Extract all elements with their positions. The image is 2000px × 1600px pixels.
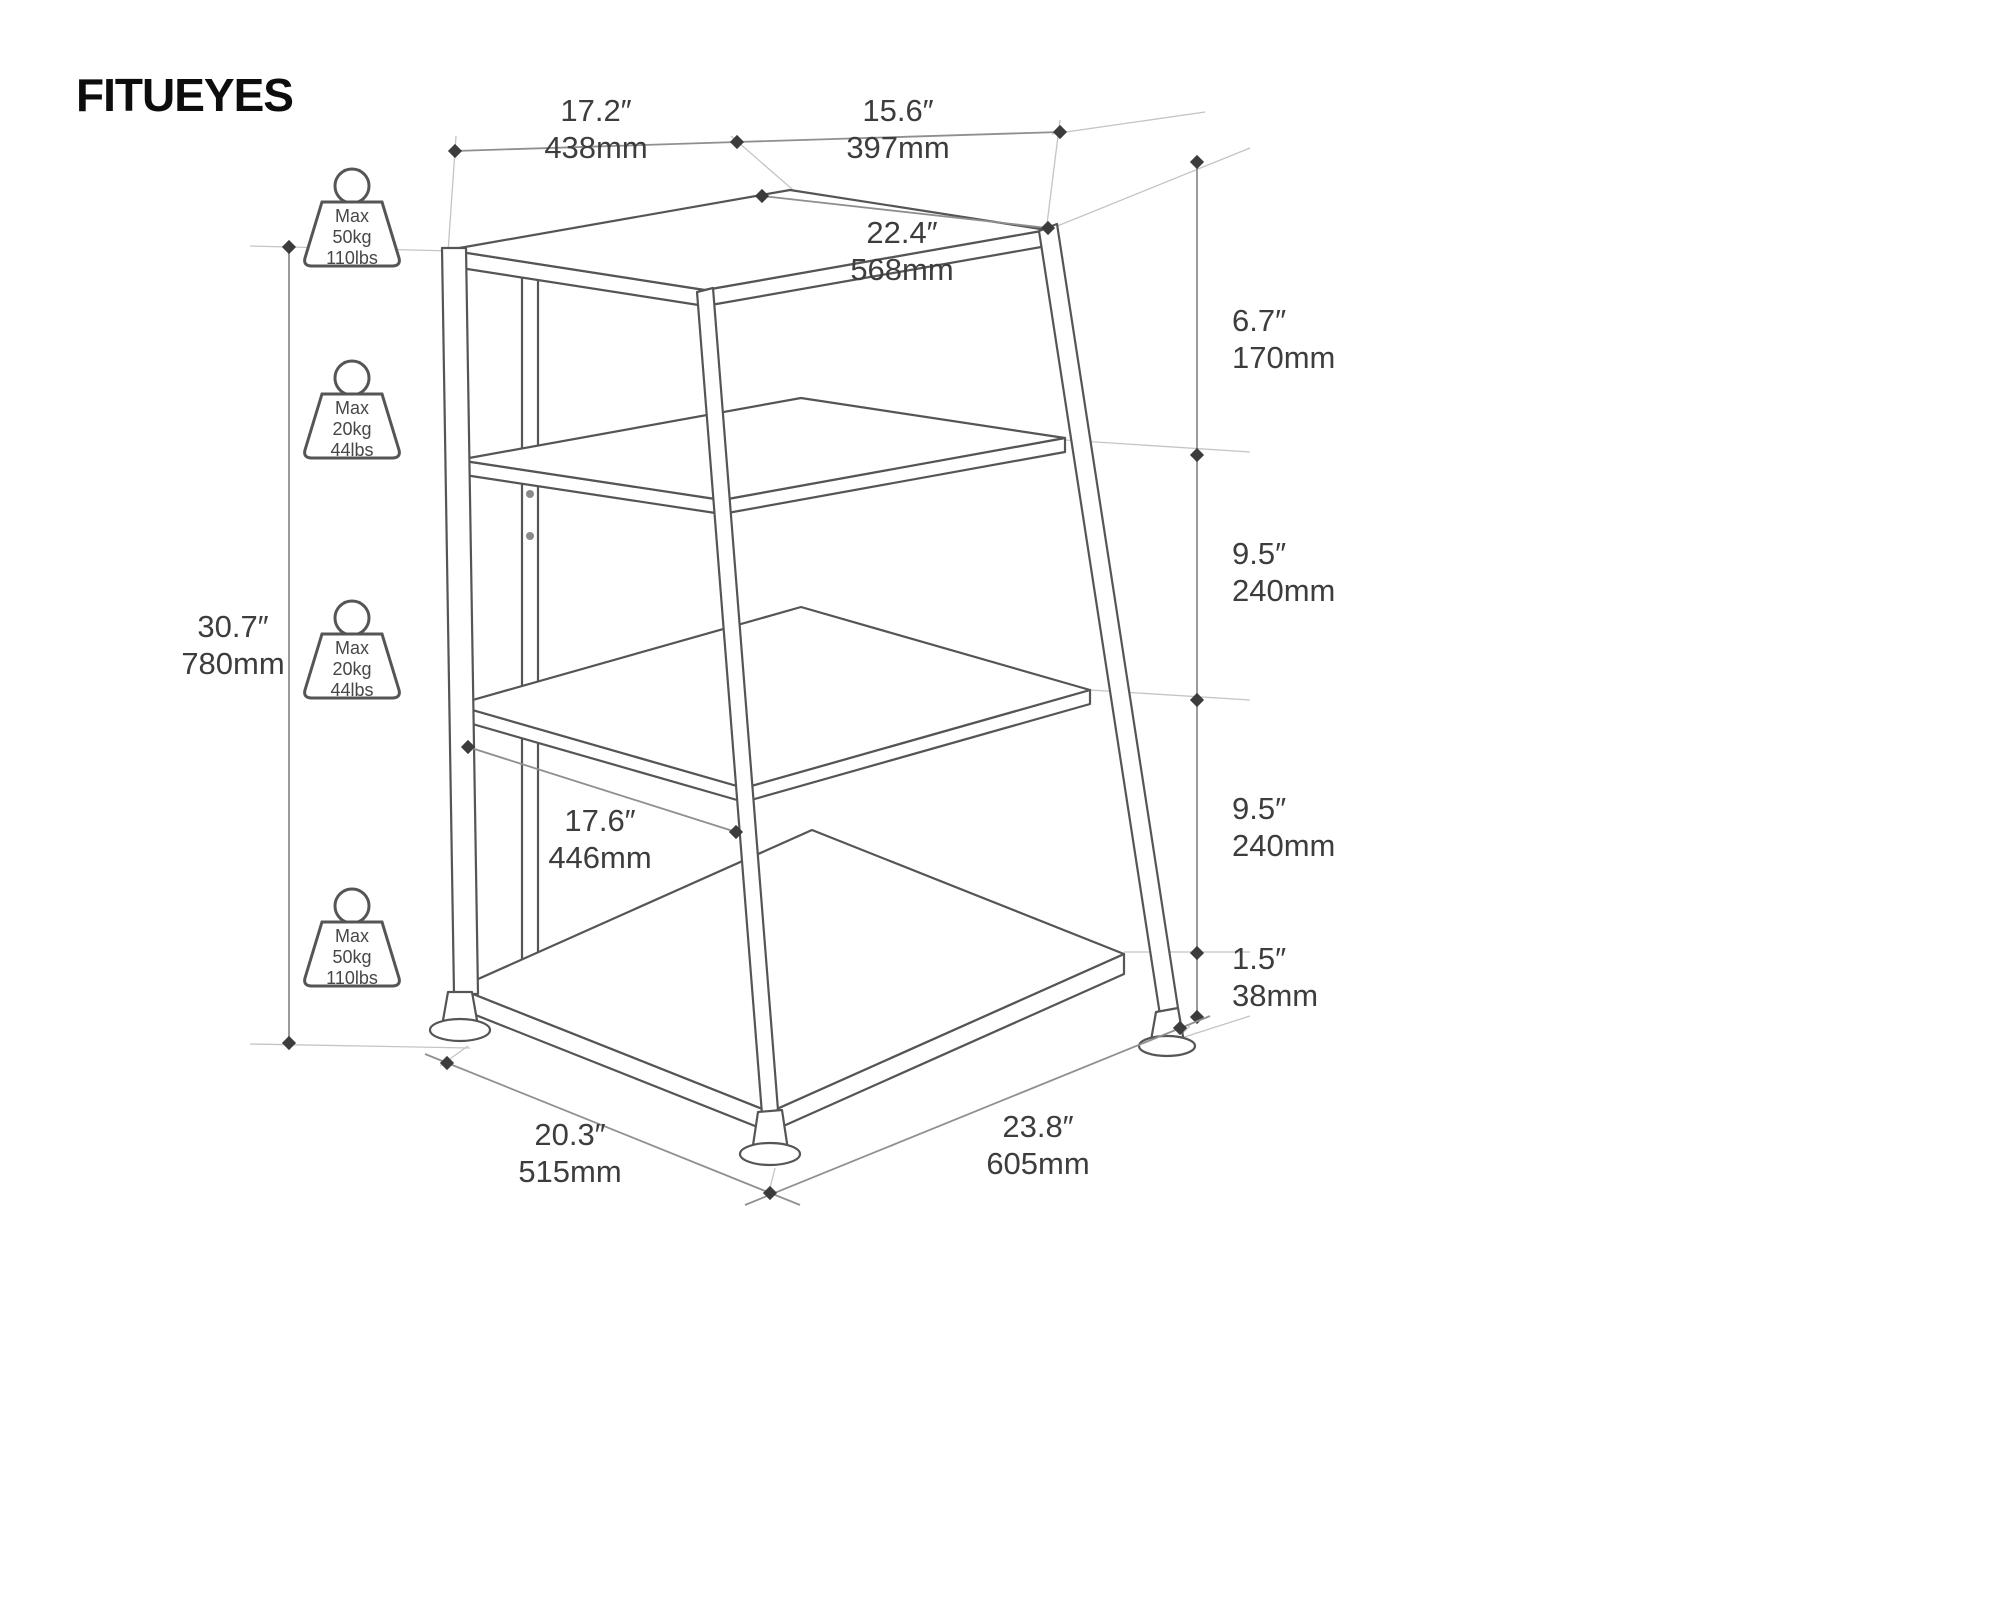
dim-right-3-mm: 240mm [1232,828,1336,863]
dim-left-height-mm: 780mm [181,646,285,681]
weight-label-3-kg: 20kg [332,659,372,679]
weight-label-2-max: Max [334,398,369,418]
weight-icon-4 [303,887,401,988]
brand-logo-eyes: EYES [174,69,294,121]
dim-top-right-mm: 397mm [846,130,950,165]
dim-right-3-in: 9.5″ [1232,791,1287,826]
dim-top-shelf-mm: 568mm [850,252,954,287]
brand-logo-fitu: FITU [76,69,175,121]
dim-right-2-mm: 240mm [1232,573,1336,608]
weight-label-4-lbs: 110lbs [326,968,378,988]
weight-label-2-kg: 20kg [332,419,372,439]
dim-right-2-in: 9.5″ [1232,536,1287,571]
weight-label-1-lbs: 110lbs [326,248,378,268]
dim-right-1-mm: 170mm [1232,340,1336,375]
weight-label-2: Max 20kg 44lbs [292,398,412,461]
bolt-icon [526,490,534,498]
back-left-post [520,266,540,966]
overlay-dimension-markers [439,188,1188,1201]
weight-icons [303,167,401,988]
shelf-4 [456,828,1126,1134]
weight-icon-2 [303,359,401,460]
dim-shelf-depth-mm: 446mm [548,840,652,875]
dim-right-4-mm: 38mm [1232,978,1319,1013]
dim-top-left-label: 17.2″ 438mm [544,92,647,166]
weight-label-1-max: Max [334,206,369,226]
dim-left-height-in: 30.7″ [197,609,269,644]
dim-right-4-in: 1.5″ [1232,941,1287,976]
right-slanted-leg [1037,222,1180,1017]
dim-right-4-label: 1.5″ 38mm [1232,940,1318,1014]
dim-left-height-label: 30.7″ 780mm [181,608,284,682]
dim-top-right-in: 15.6″ [862,93,934,128]
weight-label-3-max: Max [334,638,369,658]
dimension-markers [281,124,1205,1051]
dim-right-1-in: 6.7″ [1232,303,1287,338]
dim-shelf-depth-in: 17.6″ [564,803,636,838]
bolt-icon [526,532,534,540]
dimension-lines [288,131,1198,1043]
dim-right-2-label: 9.5″ 240mm [1232,535,1335,609]
dim-bottom-left-label: 20.3″ 515mm [518,1116,621,1190]
rack [428,188,1197,1167]
brand-logo: FITUEYES [76,68,294,122]
weight-label-4-kg: 50kg [332,947,372,967]
weight-label-1-kg: 50kg [332,227,372,247]
dim-top-shelf-label: 22.4″ 568mm [850,214,953,288]
shelf-2 [456,396,1067,516]
dim-bottom-right-in: 23.8″ [1002,1109,1074,1144]
dim-bottom-left-mm: 515mm [518,1154,622,1189]
weight-label-4: Max 50kg 110lbs [292,926,412,989]
dim-bottom-right-mm: 605mm [986,1146,1090,1181]
front-left-post [440,246,480,996]
weight-label-3-lbs: 44lbs [330,680,374,700]
dim-top-left-mm: 438mm [544,130,648,165]
dim-top-shelf-in: 22.4″ [866,215,938,250]
weight-icon-3 [303,599,401,700]
overlay-dimension-lines [424,195,1211,1206]
dim-bottom-left-in: 20.3″ [534,1117,606,1152]
weight-label-1: Max 50kg 110lbs [292,206,412,269]
dim-bottom-right-label: 23.8″ 605mm [986,1108,1089,1182]
dim-right-3-label: 9.5″ 240mm [1232,790,1335,864]
dim-shelf-depth-label: 17.6″ 446mm [548,802,651,876]
dim-top-left-in: 17.2″ [560,93,632,128]
weight-label-3: Max 20kg 44lbs [292,638,412,701]
weight-label-2-lbs: 44lbs [330,440,374,460]
weight-label-4-max: Max [334,926,369,946]
weight-icon-1 [303,167,401,268]
dim-right-1-label: 6.7″ 170mm [1232,302,1335,376]
dim-top-right-label: 15.6″ 397mm [846,92,949,166]
